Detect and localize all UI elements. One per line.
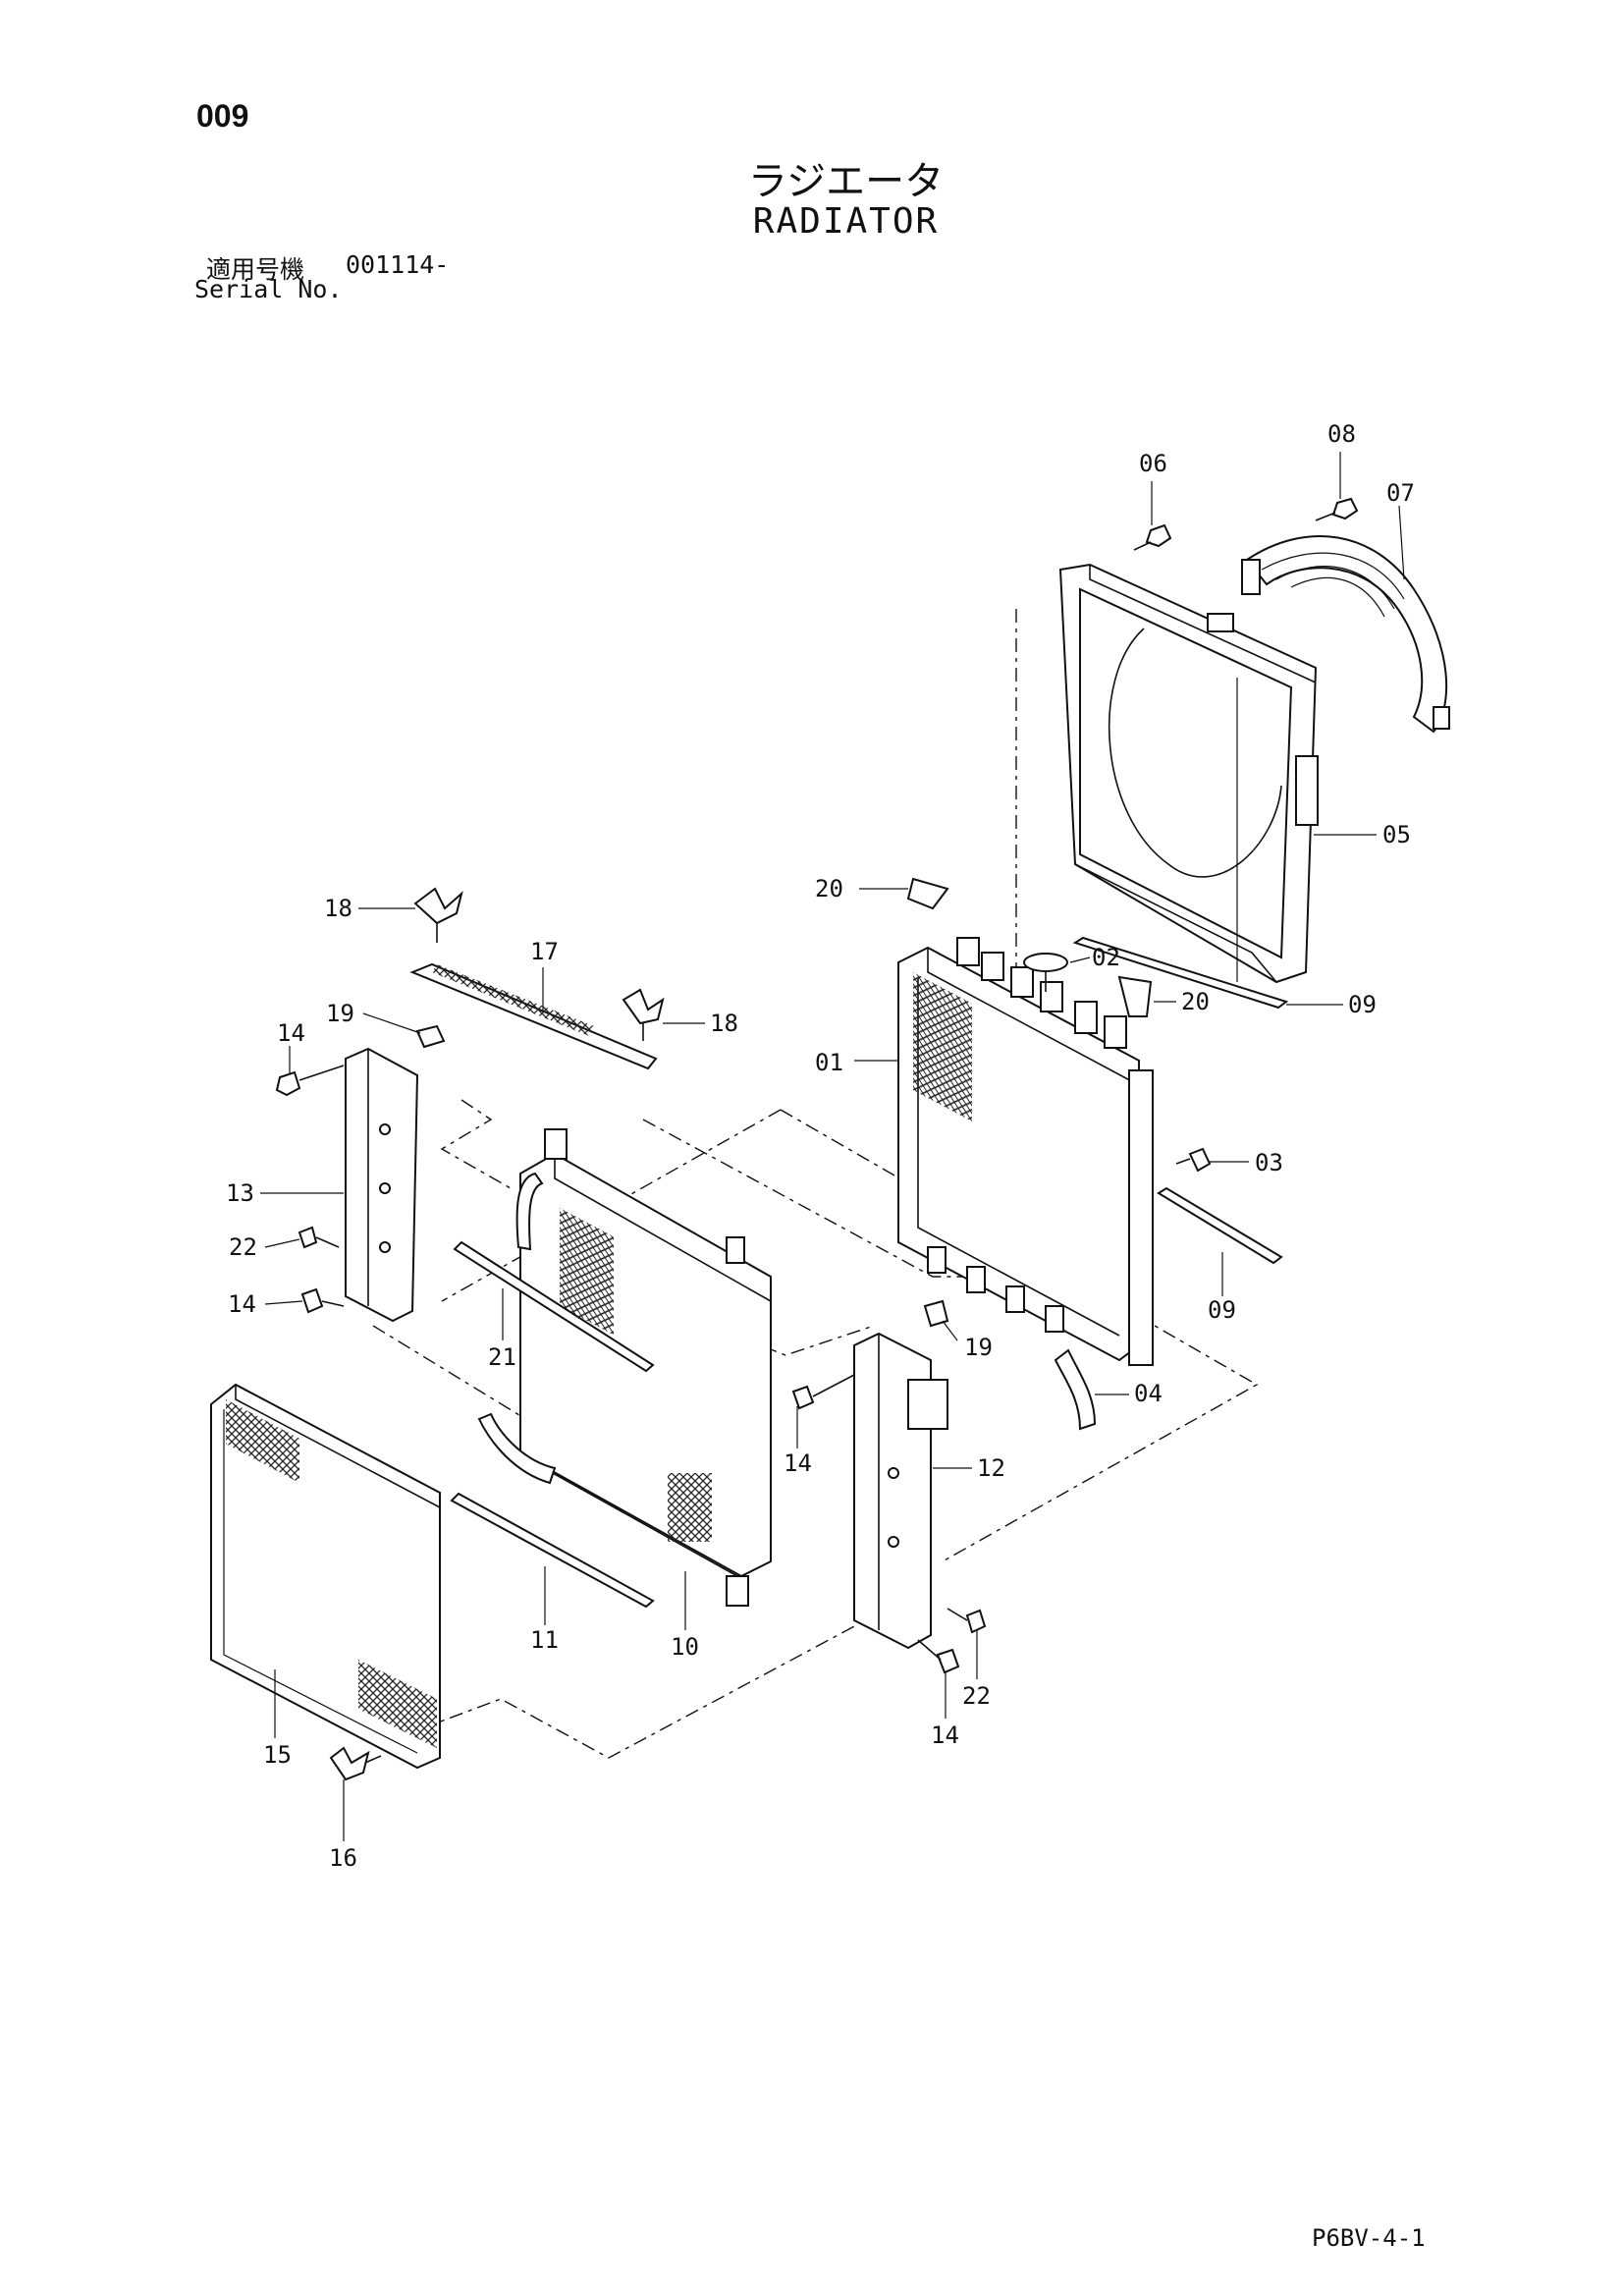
page-number: 009: [196, 98, 249, 134]
bolt-06: [1133, 523, 1172, 551]
clip-19b: [923, 1299, 949, 1328]
callout-19-b: 19: [964, 1334, 993, 1361]
fan-guard-part: [1241, 535, 1450, 734]
callout-13: 13: [226, 1179, 254, 1207]
callout-22-a: 22: [229, 1233, 257, 1261]
callout-20-b: 20: [1181, 988, 1210, 1015]
callout-12: 12: [977, 1454, 1005, 1482]
title-english: RADIATOR: [752, 201, 940, 242]
callout-labels: 01 02 03 04 05 06 07 08 09 09 10 11 12 1…: [226, 420, 1415, 1872]
callout-03: 03: [1255, 1149, 1283, 1176]
drain-cock-03: [1175, 1147, 1212, 1173]
bolt-22a: [298, 1226, 340, 1249]
dust-screen-15: [210, 1383, 441, 1770]
callout-14-a: 14: [277, 1019, 305, 1047]
callout-16: 16: [329, 1844, 357, 1872]
callout-18-b: 18: [710, 1010, 738, 1037]
radiator-top-tank: [956, 937, 1127, 1049]
fan-shroud-part: [1058, 563, 1319, 984]
serial-value: 001114-: [346, 250, 450, 279]
clip-19a: [415, 1024, 446, 1049]
bolt-14d: [917, 1639, 960, 1674]
side-bracket-13: [345, 1047, 419, 1323]
lower-hose-04: [1054, 1348, 1097, 1431]
callout-14-c: 14: [784, 1449, 812, 1477]
radiator-cap-02: [1023, 953, 1068, 992]
bolt-14a: [275, 1065, 345, 1097]
wing-bolt-16: [329, 1746, 382, 1781]
callout-17: 17: [530, 938, 559, 965]
sheet-code: P6BV-4-1: [1312, 2224, 1426, 2252]
rubber-pad-20a: [906, 877, 949, 910]
seal-strip-11: [450, 1492, 655, 1609]
callout-07: 07: [1386, 479, 1415, 507]
rubber-pad-20b: [1117, 975, 1153, 1017]
callout-11: 11: [530, 1626, 559, 1654]
callout-04: 04: [1134, 1380, 1163, 1407]
callout-21: 21: [488, 1343, 516, 1371]
callout-18-a: 18: [324, 895, 352, 922]
seal-strip-09a: [1072, 936, 1289, 1010]
callout-05: 05: [1382, 821, 1411, 848]
callout-08: 08: [1327, 420, 1356, 448]
lower-pipe-cooler: [477, 1412, 557, 1485]
side-bracket-12: [853, 1332, 948, 1650]
callout-19-a: 19: [326, 1000, 354, 1027]
upper-hose-21: [515, 1172, 544, 1251]
title-japanese: ラジエータ: [747, 159, 945, 204]
callout-20-a: 20: [815, 875, 843, 902]
callout-22-b: 22: [962, 1682, 991, 1710]
callout-14-b: 14: [228, 1290, 256, 1318]
seal-strip-09b: [1157, 1186, 1283, 1265]
wing-bolt-18b: [622, 988, 665, 1041]
bolt-22b: [947, 1608, 987, 1634]
callout-01: 01: [815, 1049, 843, 1076]
callout-09-upper: 09: [1348, 991, 1377, 1018]
radiator-core-part: [897, 937, 1154, 1366]
seal-strip-21: [453, 1240, 655, 1373]
serial-label-japanese: 適用号機: [206, 255, 305, 284]
callout-14-d: 14: [931, 1722, 959, 1749]
bolt-14b: [300, 1287, 345, 1314]
bolt-14c: [791, 1374, 855, 1410]
callout-09-lower: 09: [1208, 1296, 1236, 1324]
wing-bolt-18a: [413, 887, 463, 943]
serial-label-english: Serial No.: [194, 275, 343, 303]
leader-lines: [260, 452, 1405, 1841]
callout-10: 10: [671, 1633, 699, 1661]
bolt-08: [1315, 497, 1359, 521]
callout-15: 15: [263, 1741, 292, 1769]
radiator-bottom-tank: [927, 1246, 1064, 1333]
top-bracket-17: [409, 962, 658, 1070]
callout-02: 02: [1092, 944, 1120, 971]
callout-06: 06: [1139, 450, 1167, 477]
